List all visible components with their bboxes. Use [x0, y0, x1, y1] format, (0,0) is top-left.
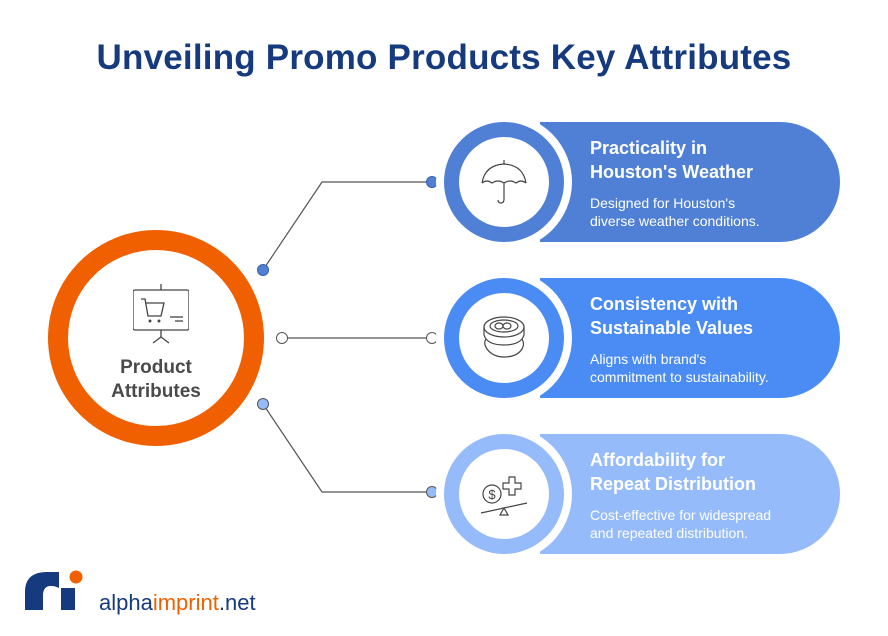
umbrella-icon	[481, 160, 527, 204]
brand-name: alphaimprint.net	[99, 590, 256, 616]
card-desc-line1: Cost-effective for widespread	[590, 507, 772, 523]
card-desc-line2: commitment to sustainability.	[590, 369, 769, 385]
card-title-line1: Affordability for	[590, 450, 725, 470]
icon-ring	[444, 278, 564, 398]
card-background	[540, 122, 840, 242]
card-desc-line1: Designed for Houston's	[590, 195, 736, 211]
brand-part-imprint: imprint	[152, 590, 219, 615]
attribute-card-practicality: Practicality in Houston's Weather Design…	[444, 122, 840, 242]
hub-label-line1: Product	[120, 357, 192, 378]
icon-ring	[444, 122, 564, 242]
connector-dot	[257, 264, 269, 276]
connector-3	[262, 403, 432, 493]
card-title-line2: Repeat Distribution	[590, 474, 757, 494]
card-title-line2: Sustainable Values	[590, 318, 754, 338]
brand-part-alpha: alpha	[99, 590, 153, 615]
brand-part-net: .net	[218, 590, 256, 615]
svg-text:$: $	[488, 487, 496, 502]
connector-dot	[276, 332, 288, 344]
attribute-card-consistency: Consistency with Sustainable Values Alig…	[444, 278, 840, 398]
connector-dot	[426, 332, 438, 344]
card-desc-line2: and repeated distribution.	[590, 525, 748, 541]
presentation-cart-icon	[133, 284, 189, 344]
connector-dot	[257, 398, 269, 410]
connector-dot	[426, 486, 438, 498]
attribute-card-affordability: $ Affordability for Repeat Distribution …	[444, 434, 840, 554]
card-title-line1: Consistency with	[590, 294, 739, 314]
connector-1	[262, 181, 432, 271]
card-title-line1: Practicality in	[590, 138, 708, 158]
coin-stack-icon	[483, 316, 525, 358]
card-desc-line2: diverse weather conditions.	[590, 213, 760, 229]
card-background	[540, 434, 840, 554]
card-desc-line1: Aligns with brand's	[590, 351, 707, 367]
balance-cost-icon: $	[480, 476, 528, 516]
card-title-line2: Houston's Weather	[590, 162, 753, 182]
icon-ring: $	[444, 434, 564, 554]
hub-label-line2: Attributes	[111, 381, 201, 402]
card-background	[540, 278, 840, 398]
alphaimprint-logo-icon	[25, 570, 83, 610]
product-attributes-hub: Product Attributes	[48, 230, 264, 446]
page-title: Unveiling Promo Products Key Attributes	[96, 38, 792, 77]
connector-dot	[426, 176, 438, 188]
